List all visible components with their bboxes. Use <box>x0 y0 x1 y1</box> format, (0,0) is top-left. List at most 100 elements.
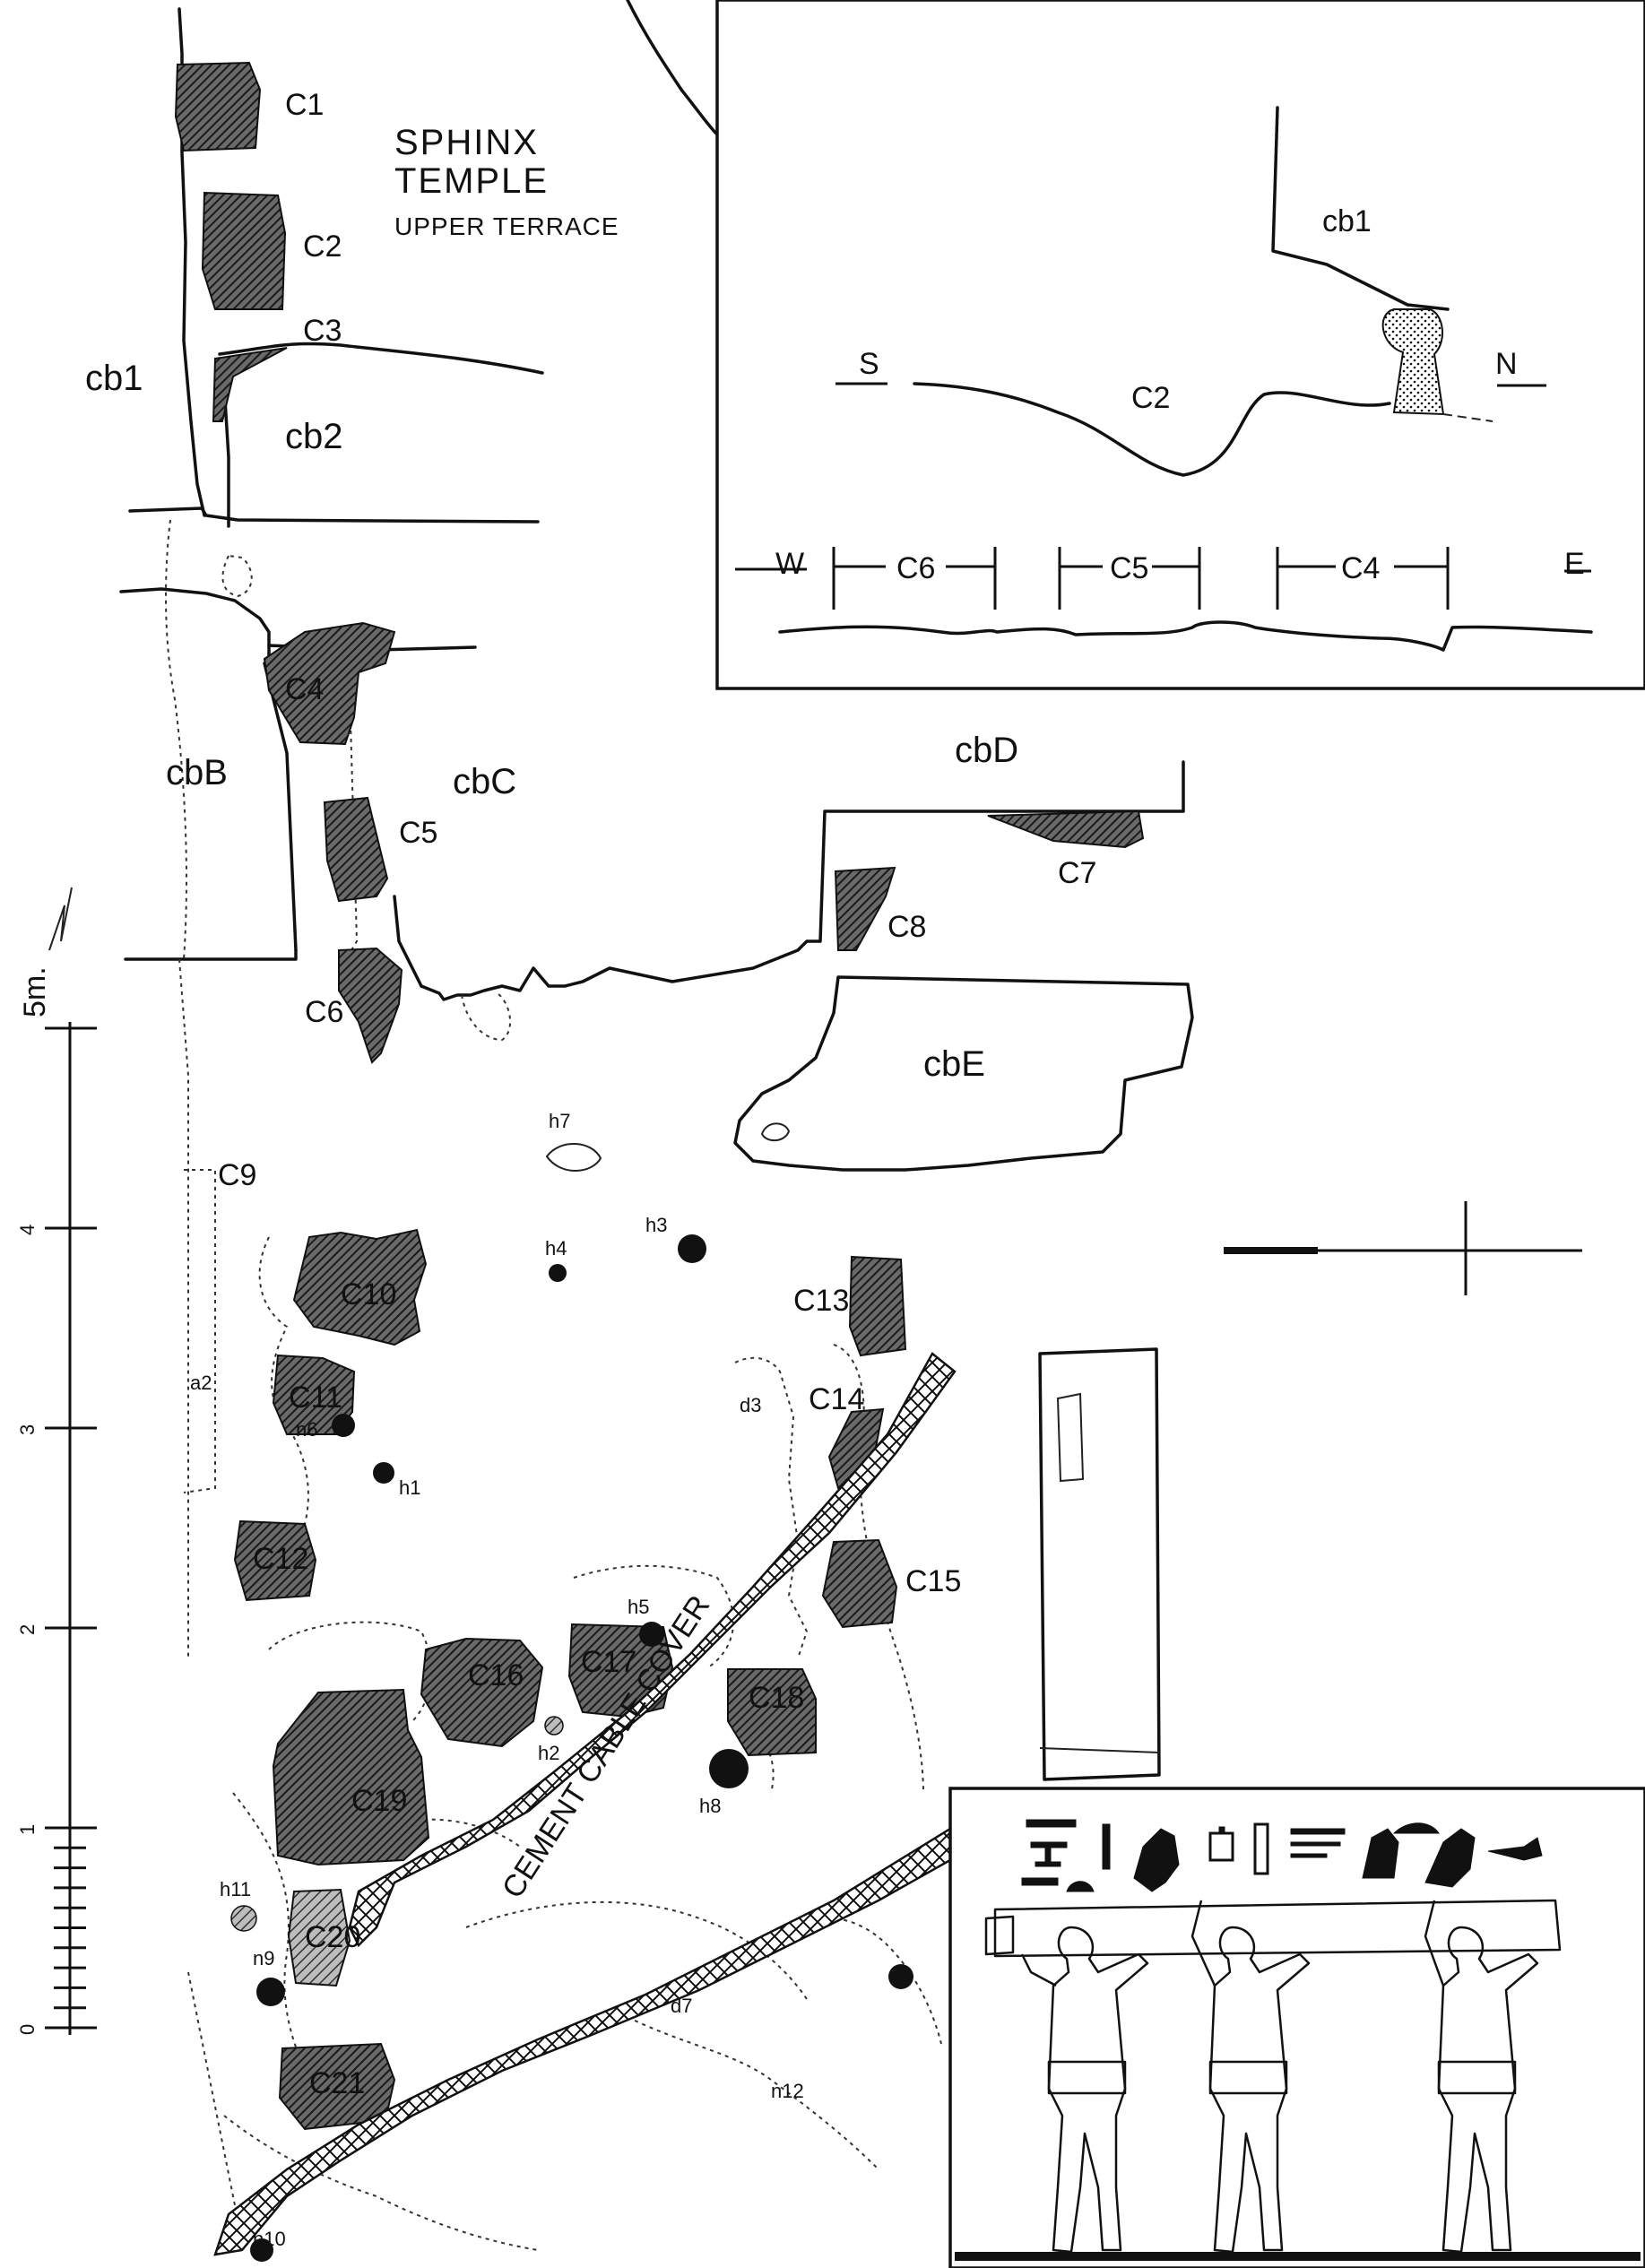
hole-h1-dot <box>373 1462 394 1484</box>
core-c13-shape <box>848 1255 907 1357</box>
label-c1: C1 <box>285 88 324 122</box>
hole-n6-dot <box>332 1414 355 1437</box>
label-c2: C2 <box>303 229 342 264</box>
core-c1-shape <box>174 61 262 152</box>
hole-h2-mark <box>544 1716 564 1736</box>
core-c16-shape <box>420 1637 544 1748</box>
label-c15: C15 <box>905 1564 961 1598</box>
hole-labels: h1 h2 h3 h4 h5 n6 h7 h8 n9 n10 h11 n12 <box>220 1110 804 2250</box>
porter-1 <box>1020 1926 1149 2254</box>
label-h8: h8 <box>699 1795 721 1817</box>
label-h5: h5 <box>628 1596 649 1618</box>
label-h4: h4 <box>545 1237 567 1260</box>
relief-inset <box>948 1787 1645 2268</box>
we-w-label: W <box>775 547 804 581</box>
core-c6-shape <box>338 947 403 1064</box>
hole-h4-dot <box>549 1264 567 1282</box>
label-c8: C8 <box>887 910 926 944</box>
label-c4: C4 <box>285 672 324 706</box>
label-n6: n6 <box>296 1418 317 1441</box>
hole-h3-dot <box>678 1234 706 1263</box>
label-h7: h7 <box>549 1110 570 1132</box>
label-cbD: cbD <box>955 731 1018 770</box>
hole-h8-dot <box>709 1749 749 1788</box>
cores <box>174 61 1145 2131</box>
core-c5-shape <box>323 796 389 903</box>
porter-2 <box>1190 1900 1311 2254</box>
label-c7: C7 <box>1058 856 1096 890</box>
label-c21: C21 <box>309 2066 365 2100</box>
label-n12: n12 <box>771 2080 804 2102</box>
label-c11: C11 <box>289 1381 342 1415</box>
core-c7-shape <box>987 809 1145 849</box>
north-arrow <box>1224 1201 1582 1295</box>
ns-n-label: N <box>1495 347 1518 381</box>
hole-unlabeled-dot <box>888 1964 913 1989</box>
we-c6-label: C6 <box>896 551 935 585</box>
core-c20-shape <box>287 1888 351 1987</box>
hieroglyph-row <box>1021 1819 1543 1892</box>
label-h11: h11 <box>220 1878 251 1900</box>
label-c16: C16 <box>468 1658 524 1692</box>
core-c10-shape <box>292 1228 428 1346</box>
core-c8-shape <box>834 866 896 951</box>
label-c19: C19 <box>351 1784 407 1818</box>
pillar-slab <box>1038 1347 1161 1781</box>
porter-figures <box>1020 1900 1539 2254</box>
hole-n10-dot <box>250 2238 273 2262</box>
label-c12: C12 <box>253 1542 308 1576</box>
label-d7: d7 <box>671 1995 692 2017</box>
core-labels: C1 C2 C3 C4 C5 C6 C7 C8 C9 C10 C11 C12 C… <box>218 88 1096 2100</box>
label-cb1: cb1 <box>85 359 143 398</box>
scale-tick-label: 2 <box>16 1624 39 1635</box>
label-a2: a2 <box>190 1372 212 1394</box>
section-north-south: cb1 C2 S N <box>835 106 1546 477</box>
label-h3: h3 <box>645 1214 667 1236</box>
label-c18: C18 <box>749 1681 804 1715</box>
scale-ticks: 0 1 2 3 4 <box>16 1026 97 2035</box>
title-block: SPHINX TEMPLE UPPER TERRACE <box>394 123 619 240</box>
hole-h11-mark <box>230 1905 257 1932</box>
label-n9: n9 <box>253 1947 274 1969</box>
holes <box>230 1143 913 2262</box>
core-block-labels: cb1 cb2 cbB cbC cbD cbE <box>85 359 1018 1084</box>
section-inset: cb1 C2 S N W E C6 C5 C4 <box>715 0 1645 690</box>
label-c13: C13 <box>793 1284 849 1318</box>
label-c14: C14 <box>809 1382 864 1416</box>
block-cbE-outline <box>733 975 1194 1172</box>
hole-n9-dot <box>256 1978 285 2006</box>
core-c4-shape <box>263 621 396 746</box>
scale-bar: 0 1 2 3 4 5m. <box>16 887 97 2035</box>
core-c19-shape <box>272 1688 430 1866</box>
label-c20: C20 <box>305 1920 360 1954</box>
label-cbE: cbE <box>923 1044 985 1084</box>
label-c17: C17 <box>581 1645 636 1679</box>
label-cbC: cbC <box>453 762 516 801</box>
label-n10: n10 <box>253 2228 286 2250</box>
cement-cable-cover <box>213 1352 957 2256</box>
section-west-east: W E C6 C5 C4 <box>735 547 1593 652</box>
scale-unit-label: 5m. <box>18 966 52 1017</box>
label-cbB: cbB <box>166 753 228 792</box>
scale-tick-label: 1 <box>16 1824 39 1835</box>
core-c18-shape <box>727 1668 817 1757</box>
scale-tick-label: 0 <box>16 2024 39 2035</box>
core-c3-shape <box>212 347 288 422</box>
core-c15-shape <box>821 1538 898 1629</box>
ns-s-label: S <box>859 347 879 381</box>
core-c12-shape <box>233 1519 317 1602</box>
we-c4-label: C4 <box>1341 551 1380 585</box>
label-cb2: cb2 <box>285 417 343 456</box>
deposit-labels: a2 d3 d7 <box>190 1372 761 2017</box>
porter-3 <box>1424 1900 1539 2254</box>
label-c6: C6 <box>305 995 343 1029</box>
core-c2-shape <box>201 191 287 310</box>
label-c3: C3 <box>303 314 342 348</box>
title-line1: SPHINX <box>394 123 539 162</box>
scale-tick-label: 4 <box>16 1225 39 1235</box>
label-d3: d3 <box>740 1394 761 1416</box>
label-c9: C9 <box>218 1158 256 1192</box>
scale-tick-label: 3 <box>16 1424 39 1435</box>
label-h2: h2 <box>538 1742 559 1764</box>
